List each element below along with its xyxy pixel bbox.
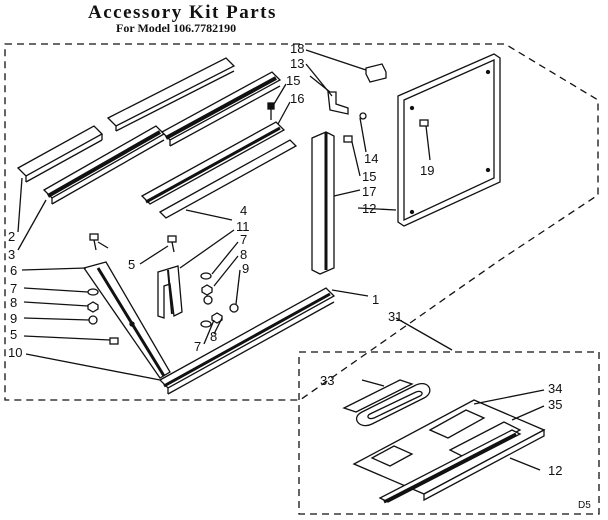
part-3-rail: [42, 125, 166, 205]
callout-3: 3: [8, 247, 16, 262]
screw-5-b: [167, 235, 177, 253]
upper-rail-b: [160, 71, 282, 147]
part-11-bracket: [157, 265, 183, 319]
callout-15-left: 15: [286, 73, 301, 88]
screw-15-left: [267, 102, 275, 120]
part-33-strip: [342, 379, 431, 427]
callout-9: 9: [10, 311, 18, 326]
callout-35: 35: [548, 397, 563, 412]
callout-5-left: 5: [10, 327, 18, 342]
callout-12-panel: 12: [362, 201, 377, 216]
callout-17: 17: [362, 184, 377, 199]
screw-5-c: [109, 337, 119, 345]
callout-15-right: 15: [362, 169, 377, 184]
part-18-block: [365, 63, 387, 83]
part-12-panel: [397, 53, 501, 227]
screw-15-right: [343, 135, 353, 143]
callout-5-mid: 5: [128, 257, 136, 272]
callout-7-right: 7: [240, 232, 248, 247]
callout-14: 14: [364, 151, 379, 166]
callout-12-kit: 12: [548, 463, 563, 478]
model-subtitle: For Model 106.7782190: [116, 21, 237, 35]
part-17-post: [311, 131, 335, 275]
callout-33: 33: [320, 373, 335, 388]
callout-8: 8: [10, 295, 18, 310]
kit-31-box: [298, 351, 600, 515]
part-2-rail: [16, 125, 104, 183]
part-34-pad: [352, 399, 546, 502]
callout-8-bottom: 8: [210, 329, 218, 344]
callout-11: 11: [236, 219, 250, 234]
kit-boundary: [4, 43, 599, 401]
screw-5-a: [89, 233, 99, 251]
callout-8-right: 8: [240, 247, 248, 262]
hardware-right: [200, 272, 239, 328]
part-12-channel: [378, 429, 522, 504]
callout-16: 16: [290, 91, 305, 106]
callout-7: 7: [10, 281, 18, 296]
diagram-code: D5: [578, 500, 591, 511]
callout-1: 1: [372, 292, 380, 307]
callout-7-bottom: 7: [194, 339, 202, 354]
diagram-title: Accessory Kit Parts: [88, 2, 277, 23]
upper-rail-a: [106, 57, 236, 132]
callout-4: 4: [240, 203, 248, 218]
callout-31: 31: [388, 309, 403, 324]
callout-6: 6: [10, 263, 18, 278]
callout-13: 13: [290, 56, 305, 71]
callout-10: 10: [8, 345, 23, 360]
leader-lines: [17, 49, 545, 471]
callout-18: 18: [290, 41, 305, 56]
part-13-bracket: [327, 91, 349, 115]
callout-19: 19: [420, 163, 435, 178]
callout-34: 34: [548, 381, 563, 396]
callout-2: 2: [8, 229, 16, 244]
washer-14: [359, 112, 367, 120]
part-1-rail: [158, 287, 336, 395]
screw-19: [419, 119, 429, 127]
callout-9-right: 9: [242, 261, 250, 276]
part-6-leg: [82, 261, 171, 379]
hardware-left: [87, 288, 99, 325]
part-4-rail: [140, 121, 298, 219]
